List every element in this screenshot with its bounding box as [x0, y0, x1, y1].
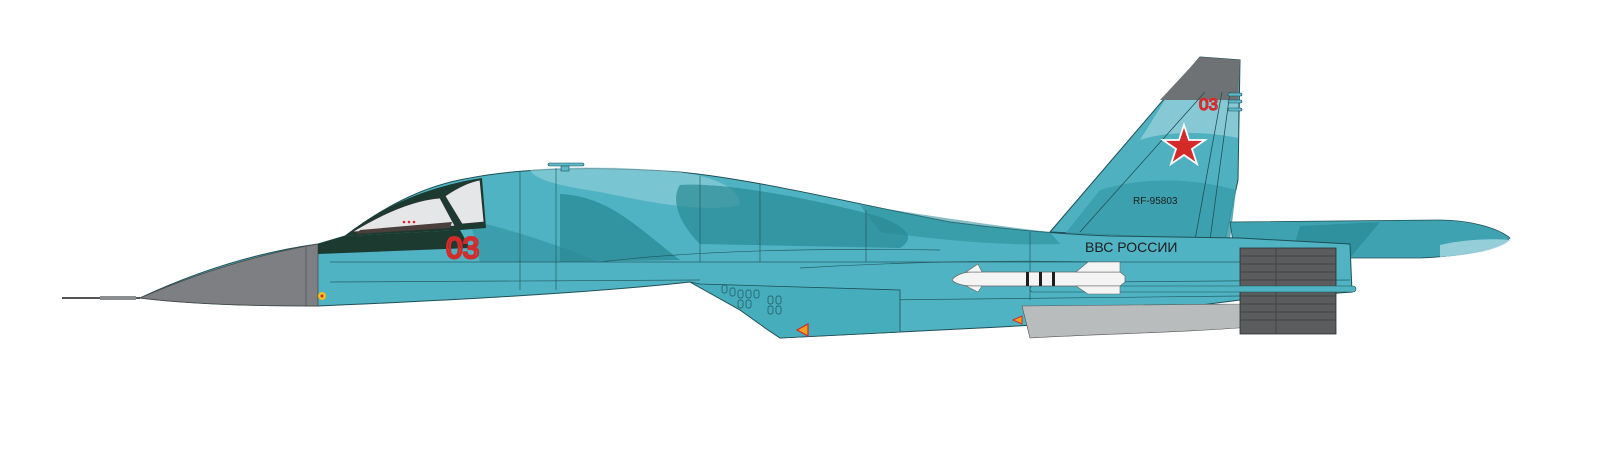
air-force-marking: ВВС РОССИИ [1085, 239, 1177, 255]
fin-antennas [1227, 92, 1243, 112]
radiation-warning-icon [318, 292, 326, 300]
pitot-probe [62, 296, 140, 300]
weapons-bay-panel [1021, 299, 1263, 339]
registration: RF-95803 [1133, 196, 1178, 207]
warning-chevron-icon-2 [1011, 315, 1023, 325]
tail-number: 03 [1199, 95, 1218, 114]
vertical-tail-fin: 03 RF-95803 [1048, 56, 1243, 241]
radome [138, 243, 319, 307]
cockpit-canopy [318, 178, 486, 254]
missile [951, 261, 1126, 295]
dorsal-antenna [547, 162, 585, 172]
red-star-icon [1160, 122, 1208, 167]
engine-nozzles [1029, 247, 1357, 335]
warning-chevron-icon [795, 322, 809, 338]
intake-louvers [721, 284, 782, 315]
nose-number: 03 [446, 232, 479, 265]
